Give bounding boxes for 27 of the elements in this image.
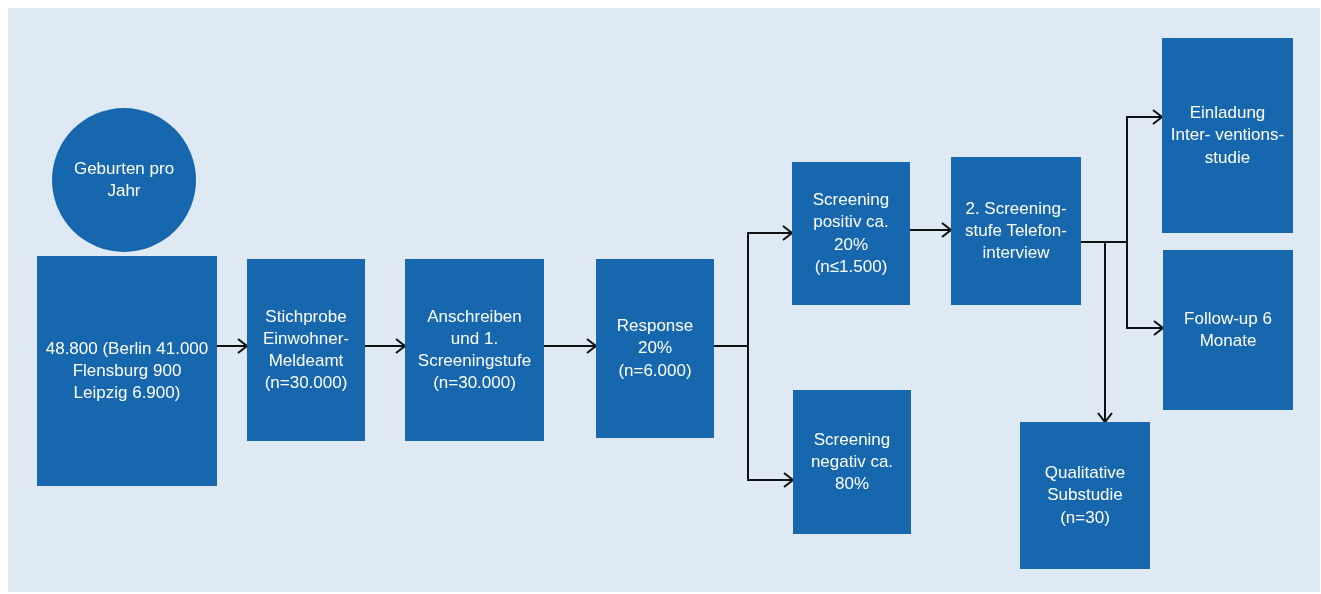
arrow: [713, 345, 794, 488]
arrow: [909, 222, 952, 238]
process-box: [793, 390, 911, 534]
process-box: [1163, 250, 1293, 410]
node-text: Einladung Inter- ventions- studie: [1170, 102, 1285, 169]
process-box: [405, 259, 544, 441]
node-text: 48.800 (Berlin 41.000 Flensburg 900 Leipzig 6.900): [45, 337, 209, 405]
arrow: [543, 338, 597, 354]
node-text: Response 20% (n=6.000): [615, 315, 695, 382]
process-box: [247, 259, 365, 441]
process-box: [1162, 38, 1293, 233]
arrow: [216, 338, 248, 354]
node-text: Screening negativ ca. 80%: [809, 428, 895, 496]
node-text: Stichprobe Einwohner- Meldeamt (n=30.000): [262, 305, 350, 395]
node-text: Geburten pro Jahr: [72, 157, 176, 202]
process-box: [951, 157, 1081, 305]
process-box: [596, 259, 714, 438]
process-box: [792, 162, 910, 305]
node-text: 2. Screening- stufe Telefon- interview: [964, 197, 1068, 265]
process-box: [1020, 422, 1150, 569]
arrow: [364, 338, 406, 354]
node-text: Screening positiv ca. 20% (n≤1.500): [811, 189, 891, 278]
node-text: Qualitative Substudie (n=30): [1043, 462, 1127, 529]
arrow: [1080, 241, 1113, 423]
node-text: Follow-up 6 Monate: [1183, 307, 1273, 352]
process-box: [37, 256, 217, 486]
node-text: Anschreiben und 1. Screeningstufe (n=30.000): [416, 305, 533, 395]
